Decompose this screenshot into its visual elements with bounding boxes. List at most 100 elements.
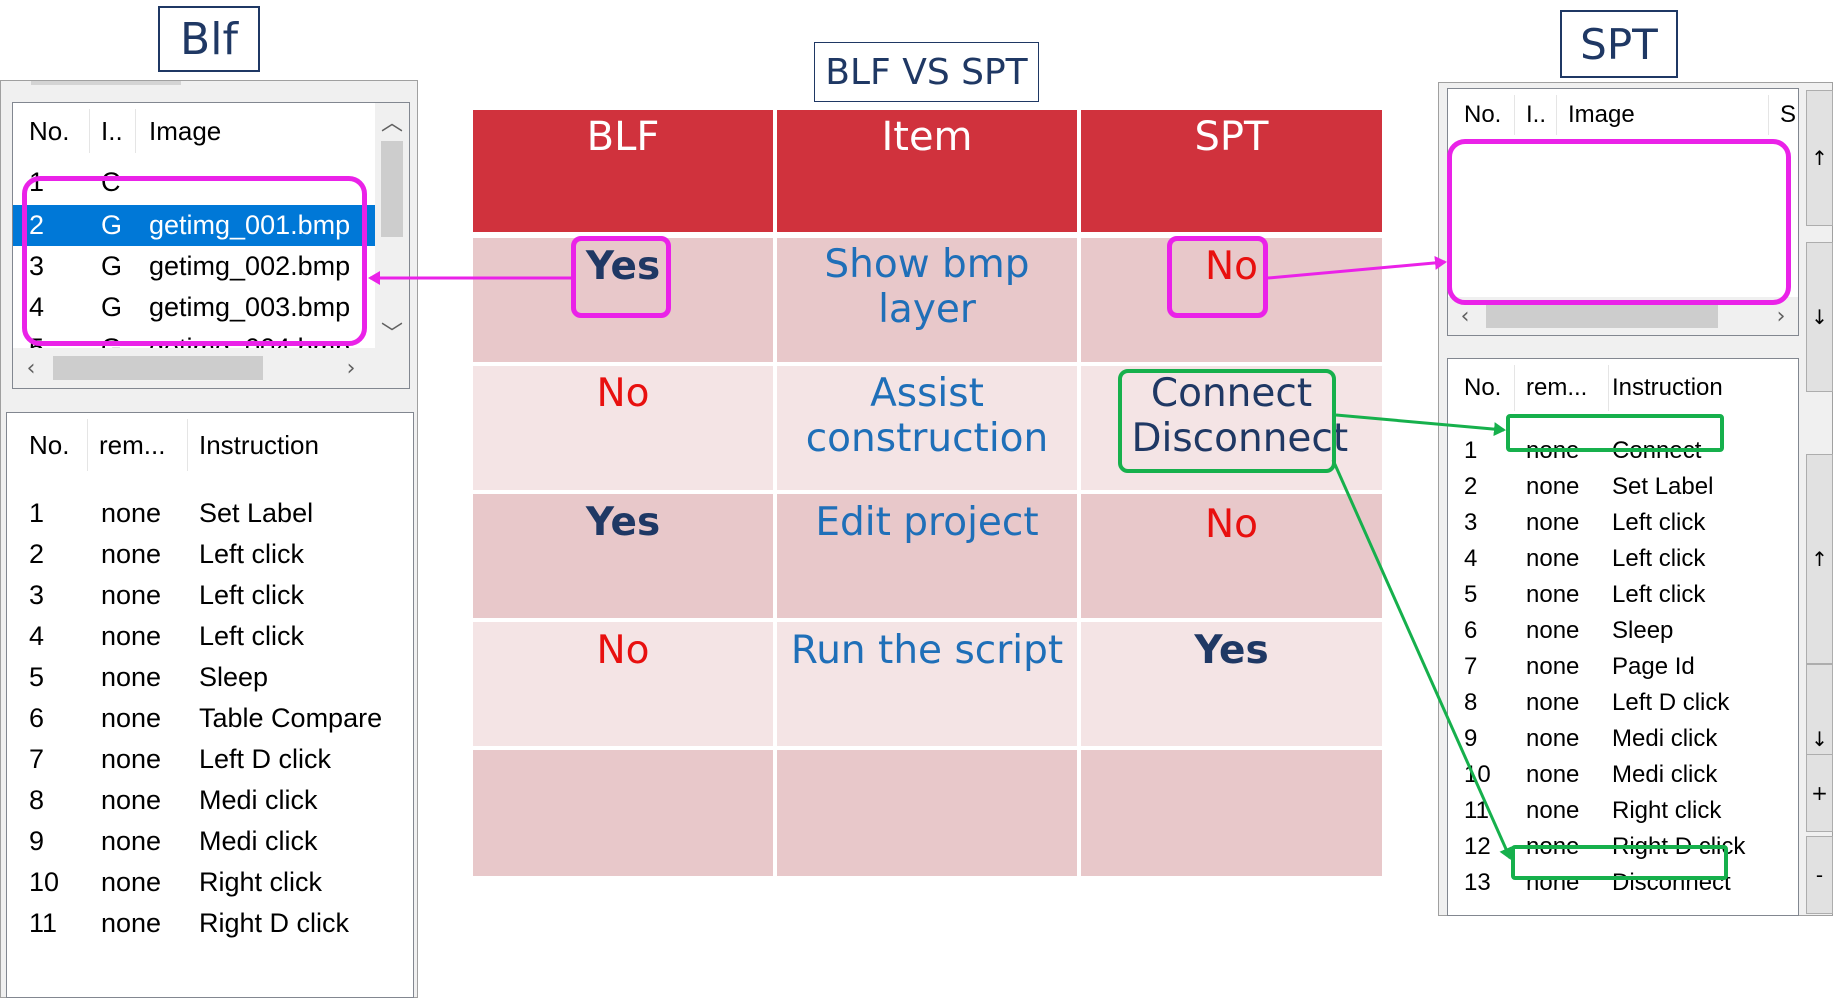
scroll-down-icon[interactable]: ﹀ xyxy=(380,322,403,347)
cell-instruction: Medi click xyxy=(1612,725,1718,752)
header-item: Item xyxy=(777,110,1077,232)
cell-no: 8 xyxy=(29,785,45,815)
vertical-scrollbar[interactable]: ︿ ﹀ xyxy=(375,103,409,350)
cell-instruction: Right click xyxy=(1612,797,1722,824)
cell-no: 9 xyxy=(1464,725,1478,752)
spt-image-list[interactable]: No. I.. Image S ‹ › xyxy=(1447,88,1799,336)
scrollbar-thumb[interactable] xyxy=(1486,304,1718,328)
column-header-remark[interactable]: rem... xyxy=(99,429,166,460)
table-row[interactable]: 3 G getimg_002.bmp xyxy=(13,246,409,287)
column-divider[interactable] xyxy=(187,419,188,471)
cell-no: 5 xyxy=(29,662,45,692)
column-header-instruction[interactable]: Instruction xyxy=(1612,374,1723,401)
cell-item: Show bmp layer xyxy=(777,238,1077,362)
center-title: BLF VS SPT xyxy=(814,42,1039,102)
cell-instruction: Sleep xyxy=(1612,617,1674,644)
cell-remark: none xyxy=(1526,509,1580,536)
column-header-no[interactable]: No. xyxy=(29,429,70,460)
cell-no: 2 xyxy=(29,210,45,240)
cell-blf: No xyxy=(473,366,773,490)
scroll-right-icon[interactable]: › xyxy=(1776,303,1786,329)
cell-no: 4 xyxy=(29,292,45,322)
horizontal-scrollbar[interactable]: ‹ › xyxy=(13,348,409,388)
scroll-up-icon[interactable]: ︿ xyxy=(380,111,403,136)
cell-blf xyxy=(473,750,773,876)
scroll-left-icon[interactable]: ‹ xyxy=(1460,303,1470,329)
table-row-selected[interactable]: 2 G getimg_001.bmp xyxy=(13,205,409,246)
column-header-no[interactable]: No. xyxy=(1464,101,1502,128)
cell-no: 1 xyxy=(29,498,45,528)
add-button[interactable]: + xyxy=(1806,754,1833,832)
cell-i: G xyxy=(101,292,123,322)
move-up-button[interactable]: ↑ xyxy=(1806,90,1833,226)
blf-label: Blf xyxy=(158,6,260,72)
cell-i: G xyxy=(101,251,123,281)
cell-spt: No xyxy=(1081,238,1382,362)
spt-side-buttons: ↑ ↓ ↑ ↓ + - xyxy=(1806,84,1833,916)
cell-remark: none xyxy=(101,662,162,692)
table-row[interactable]: 4 G getimg_003.bmp xyxy=(13,287,409,328)
header-spt-label: SPT xyxy=(1194,114,1269,160)
scrollbar-thumb[interactable] xyxy=(381,141,403,237)
cell-i: C xyxy=(101,166,121,197)
move-down-button[interactable]: ↓ xyxy=(1806,242,1833,392)
column-header-instruction[interactable]: Instruction xyxy=(199,429,319,460)
cell-instruction: Left click xyxy=(1612,545,1706,572)
column-divider[interactable] xyxy=(1556,95,1557,135)
column-header-i[interactable]: I.. xyxy=(1526,101,1547,128)
cell-no: 2 xyxy=(29,539,45,569)
column-header-remark[interactable]: rem... xyxy=(1526,374,1588,401)
cell-instruction: Left click xyxy=(199,580,305,610)
cell-instruction: Right D click xyxy=(199,908,350,938)
column-header-no[interactable]: No. xyxy=(1464,374,1502,401)
cell-instruction: Left click xyxy=(1612,509,1706,536)
scroll-left-icon[interactable]: ‹ xyxy=(26,355,36,381)
cell-blf-value: No xyxy=(596,628,650,673)
column-divider[interactable] xyxy=(1768,95,1769,135)
scrollbar-thumb[interactable] xyxy=(53,356,263,380)
column-divider[interactable] xyxy=(87,419,88,471)
cell-image: getimg_001.bmp xyxy=(149,210,351,240)
remove-button[interactable]: - xyxy=(1806,836,1833,914)
cell-remark: none xyxy=(1526,869,1580,896)
column-header-image[interactable]: Image xyxy=(1568,101,1635,128)
column-header-s[interactable]: S xyxy=(1780,101,1797,128)
column-divider[interactable] xyxy=(89,109,90,153)
column-header-image[interactable]: Image xyxy=(149,115,222,146)
table-row[interactable]: 1 C xyxy=(13,165,409,199)
move-up-button[interactable]: ↑ xyxy=(1806,454,1833,664)
column-header-no[interactable]: No. xyxy=(29,115,70,146)
column-divider[interactable] xyxy=(1514,365,1515,411)
column-divider[interactable] xyxy=(1514,95,1515,135)
cell-blf-value: Yes xyxy=(585,244,661,289)
column-header-i[interactable]: I.. xyxy=(101,115,123,146)
column-divider[interactable] xyxy=(1608,365,1609,411)
column-divider[interactable] xyxy=(135,109,136,153)
scroll-right-icon[interactable]: › xyxy=(346,355,356,381)
cell-item: Run the script xyxy=(777,622,1077,746)
cell-remark: none xyxy=(101,703,162,733)
